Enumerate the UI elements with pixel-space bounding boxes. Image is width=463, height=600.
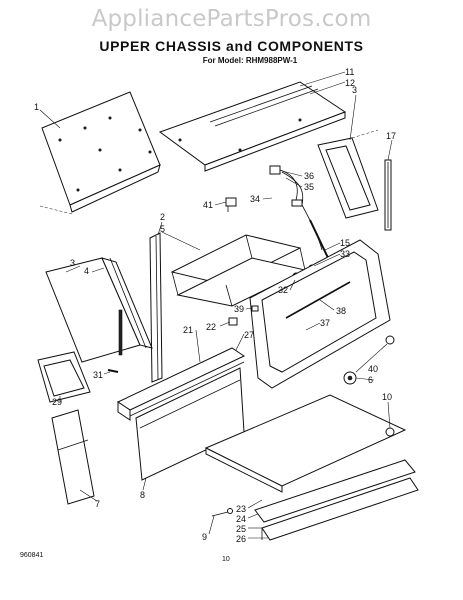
diagram-code: 960841 [20,552,44,559]
part-base-rails[interactable] [254,459,419,541]
callout-10: 10 [382,392,392,402]
callout-8: 8 [140,490,145,500]
leader-lines [39,71,393,539]
part-bottom-tray[interactable] [204,394,407,493]
part-side-panel[interactable] [39,91,161,215]
callout-6: 6 [368,375,373,385]
callout-5: 5 [160,224,165,234]
part-top-cover[interactable] [158,81,347,172]
callout-labels: 1 2 3 3 4 5 6 7 8 9 10 11 12 15 17 21 22… [34,67,396,544]
callout-7: 7 [95,499,100,509]
callout-26: 26 [236,534,246,544]
callout-4: 4 [84,266,89,276]
part-channel[interactable] [116,347,246,421]
diagram-title: UPPER CHASSIS and COMPONENTS [99,38,364,54]
callout-31: 31 [93,370,103,380]
part-vertical-post[interactable] [149,232,163,383]
part-left-box[interactable] [45,257,153,363]
part-wiring-harness[interactable] [269,165,323,251]
callout-22: 22 [206,322,216,332]
callout-32: 32 [278,285,288,295]
callout-41: 41 [203,200,213,210]
callout-39: 39 [234,304,244,314]
callout-25: 25 [236,524,246,534]
part-lower-left-panel[interactable] [37,351,91,403]
callout-15: 15 [340,238,350,248]
watermark: AppliancePartsPros.com [91,6,372,32]
callout-3-top: 3 [352,85,357,95]
callout-9: 9 [202,532,207,542]
part-screw[interactable] [211,508,233,517]
callout-36: 36 [304,171,314,181]
callout-2: 2 [160,212,165,222]
callout-37: 37 [320,318,330,328]
part-rack-frame[interactable] [170,234,307,307]
callout-29: 29 [52,397,62,407]
callout-21: 21 [183,325,193,335]
callout-12: 12 [345,78,355,88]
part-corner-bracket[interactable] [51,409,95,505]
callout-34: 34 [250,194,260,204]
callout-3-left: 3 [70,258,75,268]
callout-1: 1 [34,102,39,112]
callout-23: 23 [236,504,246,514]
callout-11: 11 [345,67,354,77]
page-number: 10 [222,556,230,563]
callout-35: 35 [304,182,314,192]
callout-24: 24 [236,514,246,524]
part-small-bracket[interactable] [225,197,237,212]
callout-27: 27 [244,330,254,340]
callout-33: 33 [340,249,350,259]
part-strip-31[interactable] [107,369,119,373]
callout-40: 40 [368,364,378,374]
part-right-frame[interactable] [317,129,379,219]
part-knob[interactable] [343,335,395,385]
callout-17: 17 [386,131,396,141]
part-door-panel[interactable] [249,239,391,389]
model-subtitle: For Model: RHM988PW-1 [202,56,298,65]
part-clip-39[interactable] [251,305,259,312]
part-clip-22[interactable] [228,317,238,326]
part-vertical-rod[interactable] [384,159,392,231]
callout-38: 38 [336,306,346,316]
